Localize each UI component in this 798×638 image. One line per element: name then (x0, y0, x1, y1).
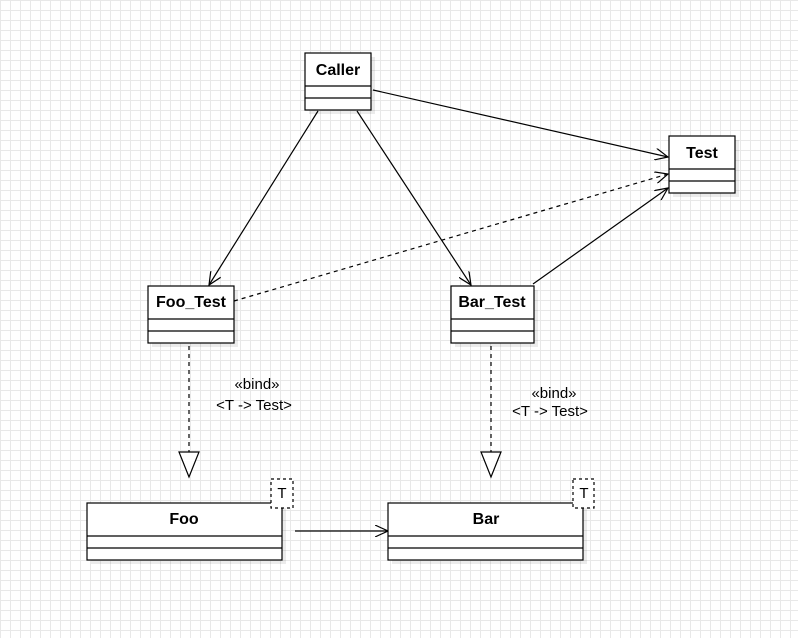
class-bar-test-name: Bar_Test (458, 294, 526, 311)
class-foo-test[interactable]: Foo_Test (147, 285, 238, 347)
class-caller[interactable]: Caller (304, 52, 375, 114)
class-foo-name: Foo (169, 511, 199, 528)
class-foo-template-param: T (277, 485, 286, 502)
bind-foo-stereotype: «bind» (234, 376, 279, 393)
class-bar-template-box (572, 478, 595, 509)
class-test-name: Test (686, 145, 718, 162)
class-foo-template-box (270, 478, 294, 509)
class-caller-name: Caller (316, 62, 360, 79)
bind-bar-stereotype: «bind» (531, 385, 576, 402)
dependency-foo-test-test (233, 174, 668, 302)
association-caller-foo-test (209, 110, 319, 285)
class-bar-template-param: T (579, 485, 588, 502)
class-bar-name: Bar (473, 511, 500, 528)
bind-foo-test-foo (178, 346, 200, 479)
class-bar-test[interactable]: Bar_Test (450, 285, 538, 347)
association-bar-test-test (532, 188, 668, 285)
bind-arrowhead-bar (480, 451, 502, 479)
class-bar[interactable]: Bar T (387, 478, 595, 564)
class-foo-test-name: Foo_Test (156, 294, 227, 311)
bind-arrowhead-foo (178, 451, 200, 479)
bind-bar-test-bar (480, 346, 502, 479)
bind-bar-binding: <T -> Test> (512, 403, 588, 420)
association-caller-test (372, 89, 668, 157)
bind-foo-binding: <T -> Test> (216, 397, 292, 414)
class-test[interactable]: Test (668, 135, 739, 197)
association-caller-bar-test (356, 110, 471, 285)
class-foo[interactable]: Foo T (86, 478, 294, 564)
